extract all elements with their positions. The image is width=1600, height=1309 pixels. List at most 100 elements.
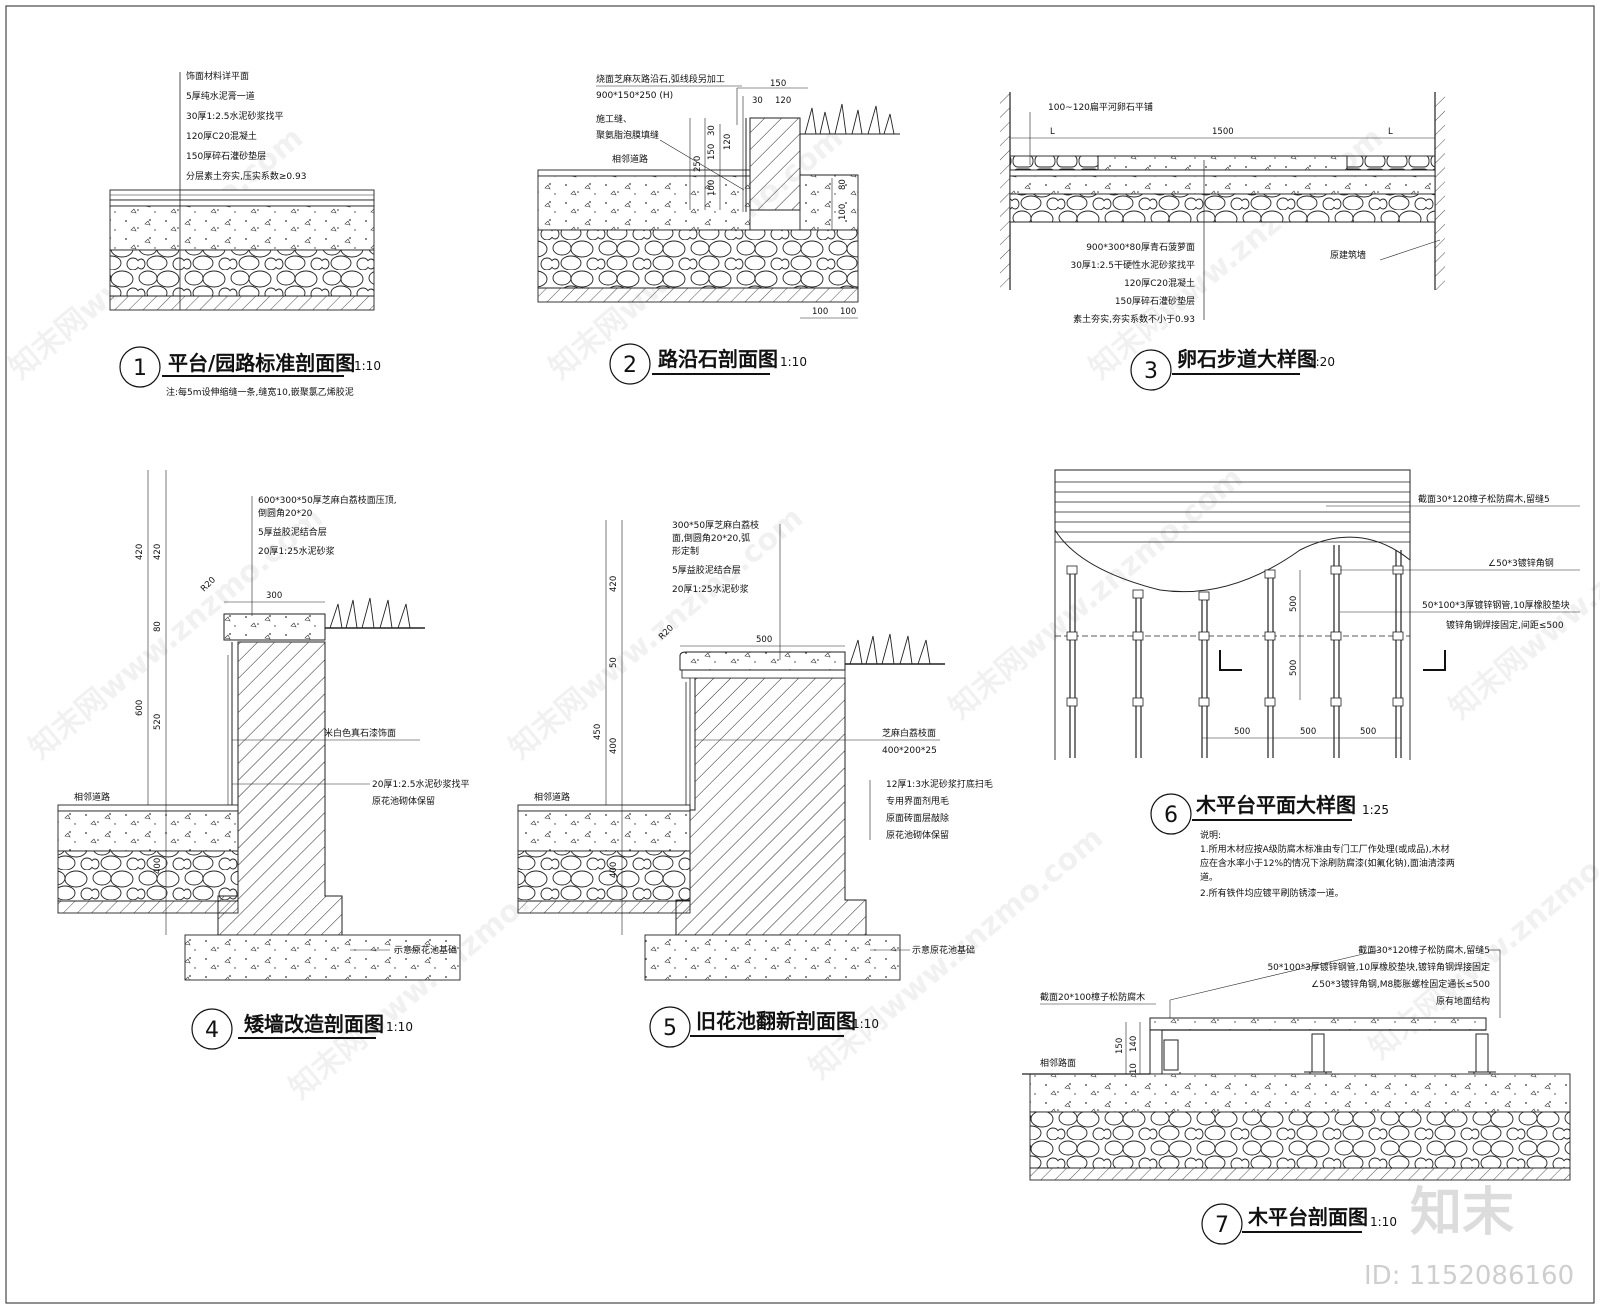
d1-scale: 1:10 [354,359,381,373]
d3-label: 100~120扁平河卵石平铺 [1048,101,1153,113]
d5-label: 面,倒圆角20*20,弧 [672,532,750,544]
detail-6-dims: 500 500 500 500 500 [1202,570,1401,739]
d2-dim: 250 [693,156,703,172]
d7-title: 木平台剖面图 [1247,1205,1368,1229]
d6-scale: 1:25 [1362,803,1389,817]
d4-label: 600*300*50厚芝麻白荔枝面压顶, [258,494,397,506]
d1-note: 注:每5m设伸缩缝一条,缝宽10,嵌聚氯乙烯胶泥 [166,386,354,398]
d7-scale: 1:10 [1370,1215,1397,1229]
d6-note: 1.所用木材应按A级防腐木标准由专门工厂作处理(或成品),木材 [1200,843,1450,855]
d5-label: 400*200*25 [882,746,937,756]
d5-label: 12厚1:3水泥砂浆打底扫毛 [886,778,993,790]
detail-2-caption: 2 路沿石剖面图 1:10 [609,343,807,385]
detail-3-dims: L 1500 L [1010,127,1435,139]
d6-label: 50*100*3厚镀锌钢管,10厚橡胶垫块 [1422,599,1570,611]
d2-label: 900*150*250 (H) [596,91,673,101]
d3-scale: 1:20 [1308,355,1335,369]
d5-title: 旧花池翻新剖面图 [696,1009,856,1033]
d3-label: 原建筑墙 [1330,249,1366,261]
detail-4-caption: 4 矮墙改造剖面图 1:10 [191,1008,413,1050]
d4-label: 米白色真石漆饰面 [324,727,396,739]
detail-2: 150 30 120 30 150 120 250 100 80 100 100… [537,73,900,385]
d2-dim: 150 [770,79,786,89]
brand-watermark: 知末 ID: 1152086160 [1364,1183,1574,1291]
detail-7-dims: 150 140 10 [1115,1022,1141,1074]
d2-label: 相邻道路 [612,153,648,165]
d2-number: 2 [623,353,637,378]
d6-note: 2.所有铁件均应镀平刷防锈漆一道。 [1200,887,1344,899]
d4-number: 4 [205,1018,219,1043]
d5-dim: 450 [593,724,603,740]
d4-dim: 300 [266,591,282,601]
d2-dim: 100 [838,204,848,220]
d5-number: 5 [663,1016,677,1041]
d3-dim: L [1050,127,1055,137]
d1-label: 分层素土夯实,压实系数≥0.93 [186,170,306,182]
detail-2-dims: 150 30 120 30 150 120 250 100 80 100 100… [689,79,858,319]
d4-title: 矮墙改造剖面图 [244,1012,384,1036]
d7-label: 50*100*3厚镀锌钢管,10厚橡胶垫块,镀锌角钢焊接固定 [1267,961,1490,973]
d3-label: 30厚1:2.5干硬性水泥砂浆找平 [1070,259,1195,271]
d6-note: 说明: [1200,829,1221,841]
d3-label: 素土夯实,夯实系数不小于0.93 [1073,313,1195,325]
d2-scale: 1:10 [780,355,807,369]
d6-dim: 500 [1234,727,1250,737]
d7-label: ∠50*3镀锌角钢,M8膨胀螺栓固定通长≤500 [1311,978,1490,990]
d2-dim: 150 [707,144,717,160]
d7-label: 原有地面结构 [1436,995,1490,1007]
d2-label: 施工缝、 [596,113,632,125]
detail-5-callouts: 300*50厚芝麻白荔枝 面,倒圆角20*20,弧 形定制 5厚益胶泥结合层 2… [534,519,993,956]
detail-6-notes: 说明: 1.所用木材应按A级防腐木标准由专门工厂作处理(或成品),木材 应在含水… [1200,829,1455,899]
detail-6-caption: 6 木平台平面大样图 1:25 [1150,793,1389,835]
d4-dim: 600 [135,700,145,716]
d6-note: 应在含水率小于12%的情况下涂刷防腐漆(如氟化钠),面油清漆两 [1200,857,1455,869]
d3-dim: 1500 [1212,127,1234,137]
d3-title: 卵石步道大样图 [1177,347,1317,371]
d7-dim: 10 [1129,1063,1139,1074]
detail-2-callouts: 烧面芝麻灰路沿石,弧线段另加工 900*150*250 (H) 施工缝、 聚氨脂… [596,73,745,191]
d7-label: 截面20*100樟子松防腐木 [1040,991,1145,1003]
d5-label: 相邻道路 [534,791,570,803]
detail-6-callouts: 截面30*120樟子松防腐木,留缝5 ∠50*3镀锌角钢 50*100*3厚镀锌… [1326,493,1580,631]
detail-3: L 1500 L 100~120扁平河卵石平铺 900*300*80厚青石菠萝面… [1000,92,1445,391]
detail-5-caption: 5 旧花池翻新剖面图 1:10 [649,1006,879,1048]
detail-6: 500 500 500 500 500 截面30*120樟子松防腐木,留缝5 ∠… [1054,469,1580,899]
d6-dim: 500 [1289,660,1299,676]
d4-dim: 420 [135,544,145,560]
detail-3-caption: 3 卵石步道大样图 1:20 [1130,347,1335,391]
detail-4-callouts: 600*300*50厚芝麻白荔枝面压顶, 倒圆角20*20 5厚益胶泥结合层 2… [74,494,470,956]
d4-label: 倒圆角20*20 [258,507,313,519]
d2-dim: 120 [723,134,733,150]
d6-label: 截面30*120樟子松防腐木,留缝5 [1418,493,1550,505]
d2-title: 路沿石剖面图 [658,347,778,371]
sheet-border [5,5,1595,1304]
d2-dim: 80 [838,179,848,190]
d7-number: 7 [1215,1213,1229,1238]
d5-scale: 1:10 [852,1017,879,1031]
d2-dim: 100 [707,180,717,196]
d6-title: 木平台平面大样图 [1195,793,1356,817]
d1-title: 平台/园路标准剖面图 [168,351,355,375]
detail-4: 420 420 80 600 520 400 300 R20 600*300*5… [57,470,470,1050]
d2-dim: 30 [707,125,717,136]
d5-dim: 500 [756,635,772,645]
d5-label: 20厚1:25水泥砂浆 [672,583,749,595]
d2-label: 聚氨脂泡膜填缝 [596,129,659,141]
d1-label: 30厚1:2.5水泥砂浆找平 [186,110,284,122]
detail-3-callouts: 100~120扁平河卵石平铺 900*300*80厚青石菠萝面 30厚1:2.5… [1029,101,1441,325]
d3-label: 120厚C20混凝土 [1124,277,1195,289]
d6-dim: 500 [1360,727,1376,737]
d7-label: 截面30*120樟子松防腐木,留缝5 [1358,944,1490,956]
d5-label: 5厚益胶泥结合层 [672,564,741,576]
d6-note: 道。 [1200,871,1218,883]
d5-label: 示意原花池基础 [912,944,975,956]
detail-1: 饰面材料详平面 5厚纯水泥膏一道 30厚1:2.5水泥砂浆找平 120厚C20混… [109,70,381,398]
d3-dim: L [1388,127,1393,137]
d6-dim: 500 [1300,727,1316,737]
d6-number: 6 [1164,803,1178,828]
d4-label: 20厚1:2.5水泥砂浆找平 [372,778,470,790]
d6-label: ∠50*3镀锌角钢 [1488,557,1554,569]
d1-label: 150厚碎石灌砂垫层 [186,150,266,162]
d2-dim: 100 [812,307,828,317]
